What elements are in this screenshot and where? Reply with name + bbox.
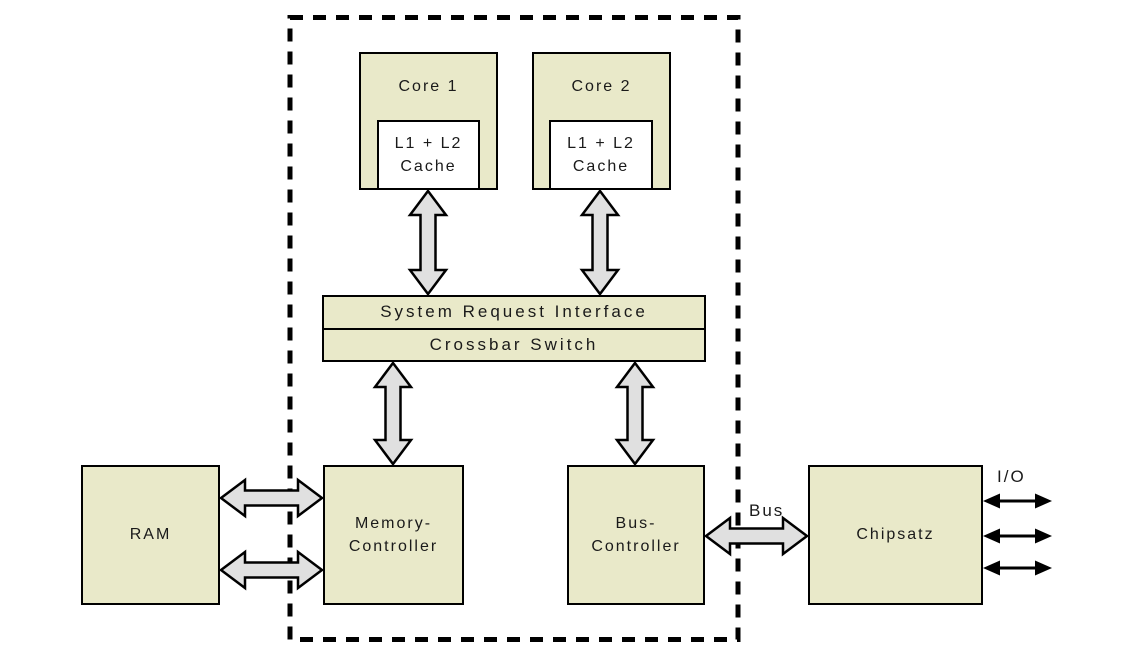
core1-cache-line2: Cache (400, 158, 457, 175)
memory-controller-line1: Memory- (354, 514, 433, 532)
chipset-label: Chipsatz (856, 526, 935, 544)
ram-label: RAM (129, 526, 172, 544)
core1-cache-box: L1 + L2 Cache (377, 120, 480, 190)
bus-controller-line2: Controller (591, 538, 681, 555)
core2-cache-line1: L1 + L2 (567, 134, 635, 152)
core2-cache-line2: Cache (572, 158, 630, 175)
memory-controller-line2: Controller (348, 538, 439, 555)
memory-controller-box: Memory- Controller (323, 465, 464, 605)
bus-controller-box: Bus- Controller (567, 465, 705, 605)
core1-label: Core 1 (398, 78, 459, 96)
crossbar-switch-bar: Crossbar Switch (324, 328, 704, 360)
system-request-interface-bar: System Request Interface (380, 302, 648, 322)
core2-cache-box: L1 + L2 Cache (549, 120, 653, 190)
bus-controller-line1: Bus- (615, 514, 657, 532)
cpu-die-boundary (287, 15, 741, 642)
io-label: I/O (997, 467, 1026, 486)
core2-sri-arrow (579, 188, 621, 297)
crossbar-bus-controller-arrow (614, 360, 656, 467)
core2-label: Core 2 (571, 78, 632, 96)
chipset-box: Chipsatz (808, 465, 983, 605)
io-arrow-1 (983, 493, 1052, 509)
ram-box: RAM (81, 465, 220, 605)
sri-crossbar-box: System Request Interface Crossbar Switch (322, 295, 706, 362)
ram-memory-controller-arrow-bottom (218, 549, 325, 591)
bus-controller-chipset-arrow (703, 515, 810, 557)
crossbar-memory-controller-arrow (372, 360, 414, 467)
core1-cache-line1: L1 + L2 (394, 134, 463, 152)
core1-sri-arrow (407, 188, 449, 297)
bus-label: Bus (749, 501, 785, 520)
ram-memory-controller-arrow-top (218, 477, 325, 519)
io-arrow-3 (983, 560, 1052, 576)
io-arrow-2 (983, 528, 1052, 544)
